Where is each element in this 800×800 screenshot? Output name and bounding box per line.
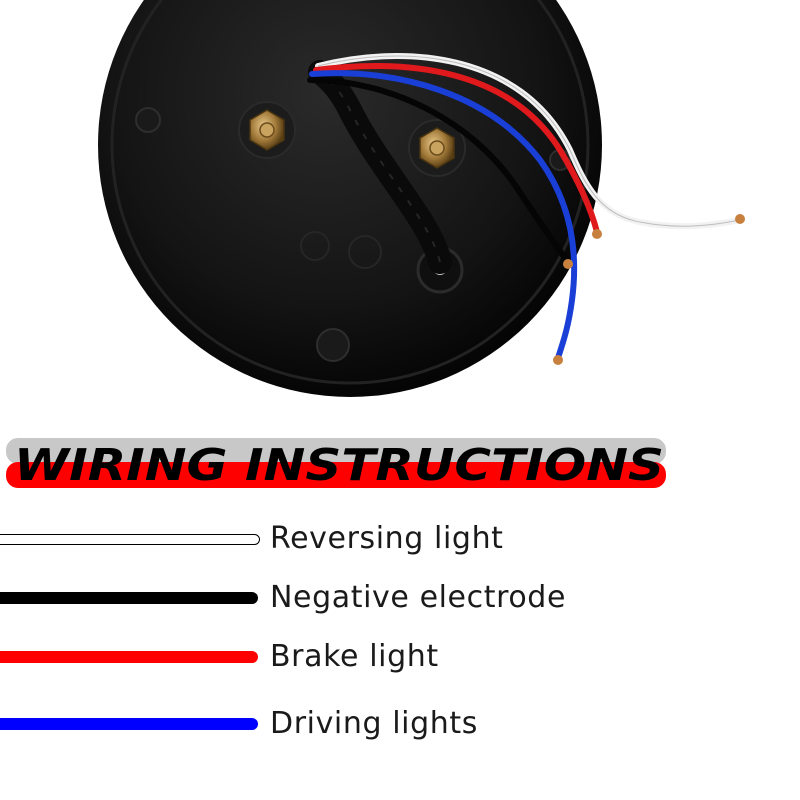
molded-stamp-2 [348,235,382,269]
legend-item-reversing-light: Reversing light [0,519,800,559]
copper-tip-white [735,214,745,224]
copper-tip-red [592,229,602,239]
legend-label: Driving lights [270,706,478,741]
legend-item-driving-lights: Driving lights [0,704,800,744]
legend-item-brake-light: Brake light [0,637,800,677]
banner-gray-band [6,438,666,464]
bolt-nut-right [408,119,466,177]
legend-label: Negative electrode [270,580,567,615]
banner-red-band [6,462,666,488]
housing-inner-ring [110,0,590,385]
molded-stamp-1 [300,231,330,261]
legend-wire-black [0,592,258,604]
copper-tip-black [563,259,573,269]
wire-black [307,77,571,265]
wire-white-edge [317,55,741,227]
light-housing [98,0,602,397]
legend-label: Reversing light [270,521,504,556]
mounting-boss-bottom [316,328,350,362]
wire-blue [309,70,578,361]
legend-wire-blue [0,718,258,730]
wiring-instructions-banner: WIRING INSTRUCTIONS [6,438,666,491]
legend-item-negative-electrode: Negative electrode [0,578,800,618]
bolt-nut-left [238,101,296,159]
legend-label: Brake light [270,639,439,674]
tail-light-photo [98,0,745,397]
copper-tip-blue [553,355,563,365]
wire-red [313,63,600,235]
legend-wire-white [0,534,260,545]
mounting-boss-left [135,107,161,133]
banner-title: WIRING INSTRUCTIONS [14,440,664,491]
legend-wire-red [0,651,258,663]
